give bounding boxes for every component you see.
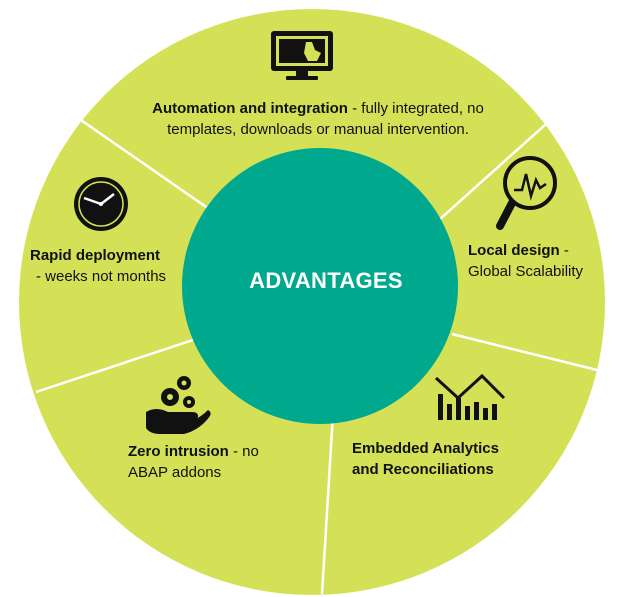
segment-zero-label: Zero intrusion - no ABAP addons xyxy=(128,441,318,483)
divider-left xyxy=(35,338,194,394)
segment-rapid-description: - weeks not months xyxy=(36,268,167,285)
hand-gears-icon xyxy=(146,376,211,434)
segment-zero-title: Zero intrusion xyxy=(128,443,229,460)
segment-automation-label: Automation and integration - fully integ… xyxy=(118,98,518,140)
monitor-touch-icon xyxy=(271,31,333,80)
center-circle xyxy=(182,148,458,424)
bar-chart-trend-icon xyxy=(434,373,506,420)
segment-zero-description: - no xyxy=(228,443,259,460)
segment-automation-description: - fully integrated, no templates, downlo… xyxy=(167,100,484,138)
dividers xyxy=(35,115,598,595)
segment-rapid-title: Rapid deployment xyxy=(30,247,161,264)
center-label: ADVANTAGES xyxy=(249,268,403,293)
segment-local-description-2: Global Scalability xyxy=(468,263,584,280)
divider-top-left xyxy=(77,116,223,220)
segment-zero-description-2: ABAP addons xyxy=(128,464,222,481)
magnifier-chart-icon xyxy=(496,156,557,230)
segment-local-description: - xyxy=(559,242,569,259)
segment-rapid-label: Rapid deployment - weeks not months xyxy=(30,245,210,287)
divider-bottom xyxy=(320,413,335,595)
segment-local-title: Local design xyxy=(468,242,560,259)
segment-automation-title: Automation and integration xyxy=(152,100,348,117)
divider-top-right xyxy=(429,115,556,229)
segment-analytics-title: Embedded Analytics xyxy=(352,440,499,457)
clock-icon xyxy=(74,177,128,231)
segment-local-label: Local design - Global Scalability xyxy=(468,240,618,282)
segment-analytics-title-2: and Reconciliations xyxy=(352,461,494,478)
divider-right xyxy=(451,332,598,372)
segment-analytics-label: Embedded Analytics and Reconciliations xyxy=(352,438,552,480)
